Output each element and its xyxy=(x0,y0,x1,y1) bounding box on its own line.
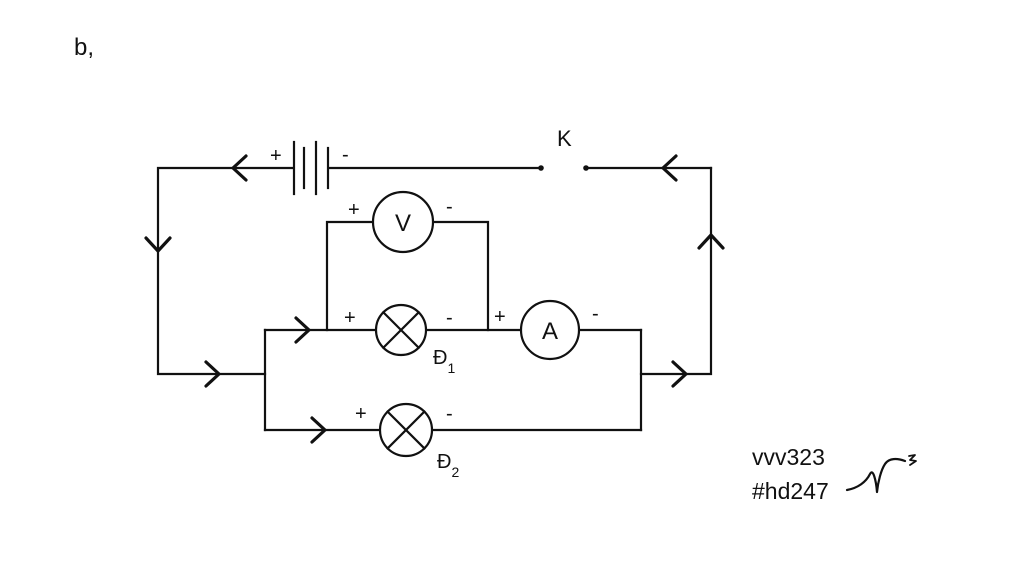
lamp-1-label: Đ1 xyxy=(433,347,455,376)
lamp-2-label: Đ2 xyxy=(437,451,459,480)
parallel-wires xyxy=(263,220,643,432)
switch-label: K xyxy=(557,126,572,151)
battery-plus-sign: + xyxy=(270,145,282,167)
ammeter-symbol: A xyxy=(542,318,558,345)
arrow-up-icon xyxy=(697,233,725,250)
lamp-1-name: Đ xyxy=(433,347,447,369)
lamp-2-minus-sign: - xyxy=(446,403,453,425)
arrow-right-icon xyxy=(204,360,221,388)
battery-minus-sign: - xyxy=(342,144,349,166)
outer-wires xyxy=(156,166,713,376)
lamp-1 xyxy=(374,303,428,357)
lamp-2-name: Đ xyxy=(437,451,451,473)
lamp-2-subscript: 2 xyxy=(451,464,459,480)
arrow-right-icon xyxy=(294,316,311,344)
voltmeter xyxy=(371,190,435,254)
battery xyxy=(292,140,330,196)
watermark-line-1: vvv323 xyxy=(752,444,825,470)
lamp-1-plus-sign: + xyxy=(344,307,356,329)
part-label: b, xyxy=(74,34,94,61)
ammeter xyxy=(519,299,581,361)
voltmeter-plus-sign: + xyxy=(348,199,360,221)
ammeter-plus-sign: + xyxy=(494,306,506,328)
arrow-down-icon xyxy=(144,236,172,253)
watermark-line-2: #hd247 xyxy=(752,478,829,504)
lamp-1-minus-sign: - xyxy=(446,307,453,329)
signature-squiggle-icon xyxy=(845,457,907,494)
switch-k xyxy=(538,165,589,171)
voltmeter-minus-sign: - xyxy=(446,196,453,218)
arrow-left-icon xyxy=(231,154,248,182)
ammeter-minus-sign: - xyxy=(592,303,599,325)
lamp-2-plus-sign: + xyxy=(355,403,367,425)
voltmeter-symbol: V xyxy=(395,210,411,237)
arrow-right-icon xyxy=(310,416,327,444)
signature-mark-icon xyxy=(908,454,917,466)
arrow-left-icon xyxy=(661,154,678,182)
lamp-1-subscript: 1 xyxy=(447,360,455,376)
lamp-2 xyxy=(378,402,434,458)
arrow-right-icon xyxy=(671,360,688,388)
